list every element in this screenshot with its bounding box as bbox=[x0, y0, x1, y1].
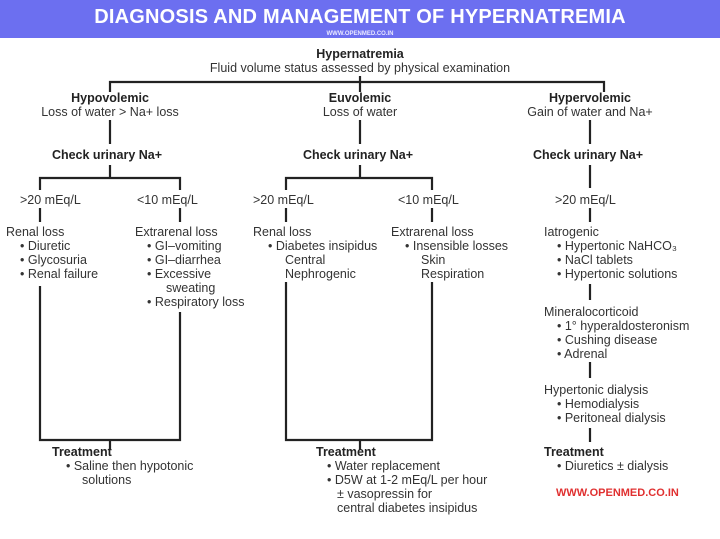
hypovolemic-title: Hypovolemic bbox=[71, 91, 149, 105]
euvolemic-check: Check urinary Na+ bbox=[302, 148, 414, 162]
extrarenal-loss-heading: Extrarenal loss bbox=[135, 225, 218, 239]
hypervolemic-high-label: >20 mEq/L bbox=[555, 193, 616, 207]
hypovolemic-subtitle: Loss of water > Na+ loss bbox=[41, 105, 179, 119]
list-item: • D5W at 1-2 mEq/L per hour bbox=[327, 473, 488, 487]
list-item: • GI–diarrhea bbox=[147, 253, 221, 267]
list-item: • Water replacement bbox=[327, 459, 440, 473]
hypovolemic-high-label: >20 mEq/L bbox=[20, 193, 81, 207]
list-item: Nephrogenic bbox=[285, 267, 356, 281]
list-item: central diabetes insipidus bbox=[337, 501, 478, 515]
watermark: WWW.OPENMED.CO.IN bbox=[556, 487, 679, 499]
euvolemic-title: Euvolemic bbox=[328, 91, 392, 105]
euvolemic-high-label: >20 mEq/L bbox=[253, 193, 314, 207]
list-item: Respiration bbox=[421, 267, 485, 281]
hypervolemic-check: Check urinary Na+ bbox=[532, 148, 644, 162]
list-item: sweating bbox=[166, 281, 216, 295]
list-item: • Adrenal bbox=[557, 347, 608, 361]
list-item: • GI–vomiting bbox=[147, 239, 222, 253]
hypovolemic-check: Check urinary Na+ bbox=[51, 148, 163, 162]
list-item: • Renal failure bbox=[20, 267, 99, 281]
list-item: • Hemodialysis bbox=[557, 397, 640, 411]
list-item: solutions bbox=[82, 473, 132, 487]
hypervolemic-title: Hypervolemic bbox=[549, 91, 631, 105]
hypervolemic-subtitle: Gain of water and Na+ bbox=[527, 105, 653, 119]
list-item: • Glycosuria bbox=[20, 253, 87, 267]
list-item: • Hypertonic NaHCO₃ bbox=[557, 239, 677, 253]
root-title: Hypernatremia bbox=[316, 47, 404, 61]
renal-loss-heading: Renal loss bbox=[6, 225, 65, 239]
list-item: • Peritoneal dialysis bbox=[557, 411, 666, 425]
euvolemic-subtitle: Loss of water bbox=[322, 105, 398, 119]
list-item: • 1° hyperaldosteronism bbox=[557, 319, 690, 333]
root-subtitle: Fluid volume status assessed by physical… bbox=[209, 61, 511, 75]
euvolemic-treatment-heading: Treatment bbox=[316, 445, 376, 459]
list-item: • Insensible losses bbox=[405, 239, 509, 253]
extrarenal-loss-heading: Extrarenal loss bbox=[391, 225, 474, 239]
list-item: Skin bbox=[421, 253, 446, 267]
mineralocorticoid-heading: Mineralocorticoid bbox=[544, 305, 639, 319]
list-item: • Excessive bbox=[147, 267, 212, 281]
list-item: • NaCl tablets bbox=[557, 253, 633, 267]
list-item: • Cushing disease bbox=[557, 333, 658, 347]
renal-loss-heading: Renal loss bbox=[253, 225, 312, 239]
list-item: • Saline then hypotonic bbox=[66, 459, 194, 473]
list-item: Central bbox=[285, 253, 326, 267]
list-item: ± vasopressin for bbox=[337, 487, 433, 501]
website-label: WWW.OPENMED.CO.IN bbox=[326, 31, 394, 37]
title-banner bbox=[0, 0, 720, 38]
hypovolemic-treatment-heading: Treatment bbox=[52, 445, 112, 459]
dialysis-heading: Hypertonic dialysis bbox=[544, 383, 649, 397]
list-item: • Respiratory loss bbox=[147, 295, 245, 309]
hypervolemic-treatment-heading: Treatment bbox=[544, 445, 604, 459]
list-item: • Diuretics ± dialysis bbox=[557, 459, 669, 473]
list-item: • Hypertonic solutions bbox=[557, 267, 678, 281]
euvolemic-low-label: <10 mEq/L bbox=[398, 193, 459, 207]
list-item: • Diabetes insipidus bbox=[268, 239, 378, 253]
hypovolemic-low-label: <10 mEq/L bbox=[137, 193, 198, 207]
page-title: DIAGNOSIS AND MANAGEMENT OF HYPERNATREMI… bbox=[94, 6, 626, 28]
iatrogenic-heading: Iatrogenic bbox=[544, 225, 599, 239]
list-item: • Diuretic bbox=[20, 239, 71, 253]
